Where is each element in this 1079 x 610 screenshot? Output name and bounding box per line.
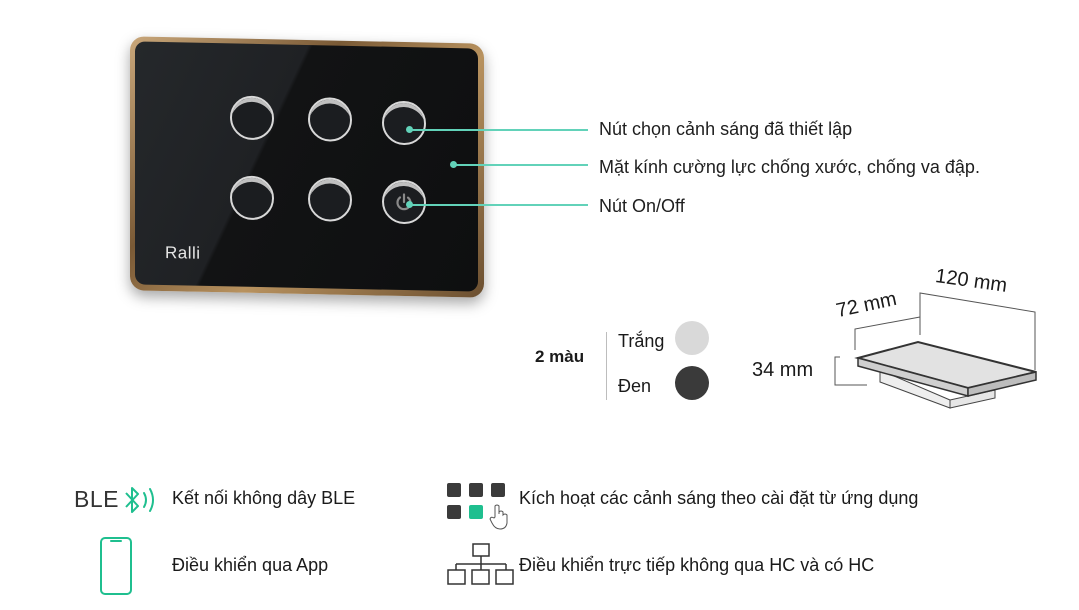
- color-label-white: Trắng: [618, 331, 665, 351]
- hand-pointer-icon: [489, 504, 508, 530]
- network-hierarchy-icon: [447, 543, 514, 585]
- feature-app-text: Điều khiển qua App: [172, 555, 329, 575]
- ble-label: BLE: [74, 486, 119, 512]
- callout-dot-power: [406, 201, 413, 208]
- feature-scene-text: Kích hoạt các cảnh sáng theo cài đặt từ …: [519, 488, 919, 508]
- callout-dot-scene: [406, 126, 413, 133]
- callout-glass: Mặt kính cường lực chống xước, chống va …: [599, 157, 980, 177]
- callout-dot-glass: [450, 161, 457, 168]
- callout-line-glass: [454, 164, 588, 166]
- glass-surface: Ralli: [135, 41, 478, 292]
- scene-button-5: [308, 177, 352, 222]
- scene-button-2: [308, 97, 352, 142]
- power-button: [382, 179, 426, 225]
- callout-line-scene: [410, 129, 588, 131]
- callout-line-power: [410, 204, 588, 206]
- color-label-black: Đen: [618, 376, 652, 396]
- callout-power-button: Nút On/Off: [599, 196, 685, 216]
- feature-ble-text: Kết nối không dây BLE: [172, 488, 356, 508]
- dimension-height: 34 mm: [752, 359, 814, 381]
- feature-network-text: Điều khiển trực tiếp không qua HC và có …: [519, 555, 875, 575]
- scene-button-4: [230, 175, 274, 221]
- color-swatch-white: [675, 321, 709, 355]
- brand-logo: Ralli: [165, 243, 201, 263]
- scene-button-1: [230, 95, 274, 141]
- switch-panel: Ralli: [130, 36, 484, 298]
- dimensions-diagram: [834, 292, 1037, 409]
- bluetooth-icon: [125, 487, 154, 513]
- scene-grid-tap-icon: [446, 482, 510, 532]
- colors-divider: [606, 332, 607, 400]
- colors-title: 2 màu: [535, 347, 585, 366]
- callout-scene-button: Nút chọn cảnh sáng đã thiết lập: [599, 119, 853, 139]
- color-swatch-black: [675, 366, 709, 400]
- power-icon: [396, 193, 412, 211]
- smartphone-icon: [100, 537, 132, 595]
- scene-button-3: [382, 100, 426, 146]
